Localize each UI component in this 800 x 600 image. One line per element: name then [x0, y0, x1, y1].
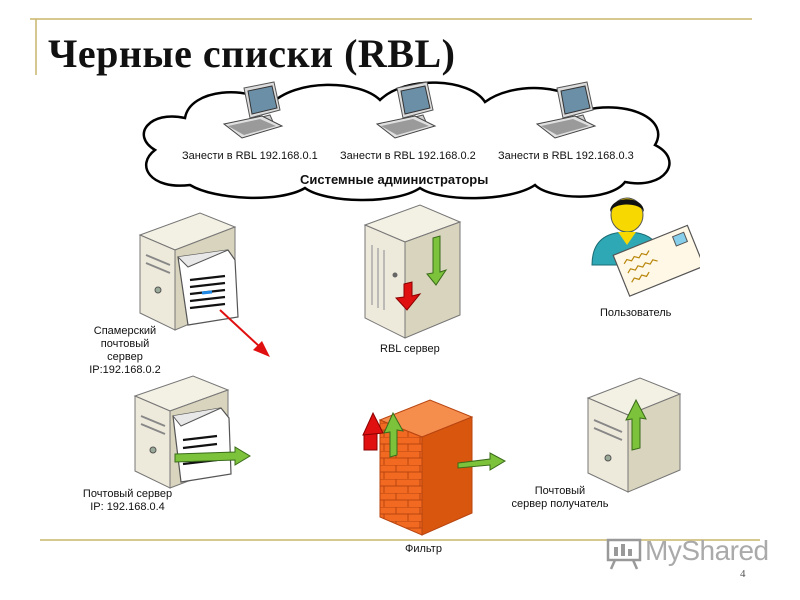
- admin-3-label: Занести в RBL 192.168.0.3: [498, 150, 634, 162]
- rbl-server-label: RBL сервер: [380, 343, 440, 355]
- spam-server-label: Спамерский почтовый сервер IP:192.168.0.…: [89, 325, 161, 376]
- firewall-icon: [362, 399, 507, 536]
- watermark-text: MyShared: [645, 535, 769, 566]
- admin-group-label: Системные администраторы: [300, 172, 489, 187]
- computer-icon: [535, 81, 597, 139]
- slide-title: Черные списки (RBL): [48, 31, 456, 76]
- mail-server-icon: [133, 375, 251, 489]
- spam-server-icon: [138, 212, 239, 331]
- receiver-server-label: Почтовый сервер получатель: [511, 485, 609, 510]
- receiver-server-icon: [586, 377, 682, 493]
- admin-2-label: Занести в RBL 192.168.0.2: [340, 150, 476, 162]
- computer-icon: [222, 81, 284, 139]
- presentation-board-icon: [606, 538, 642, 570]
- computer-icon: [375, 81, 437, 139]
- rbl-server-icon: [363, 204, 462, 339]
- user-icon: [591, 197, 700, 297]
- filter-label: Фильтр: [405, 543, 442, 555]
- red-arrow-icon: [219, 309, 270, 357]
- page-number: 4: [740, 568, 746, 580]
- admin-1-label: Занести в RBL 192.168.0.1: [182, 150, 318, 162]
- mail-server-label: Почтовый сервер IP: 192.168.0.4: [82, 488, 173, 513]
- user-label: Пользователь: [600, 307, 672, 319]
